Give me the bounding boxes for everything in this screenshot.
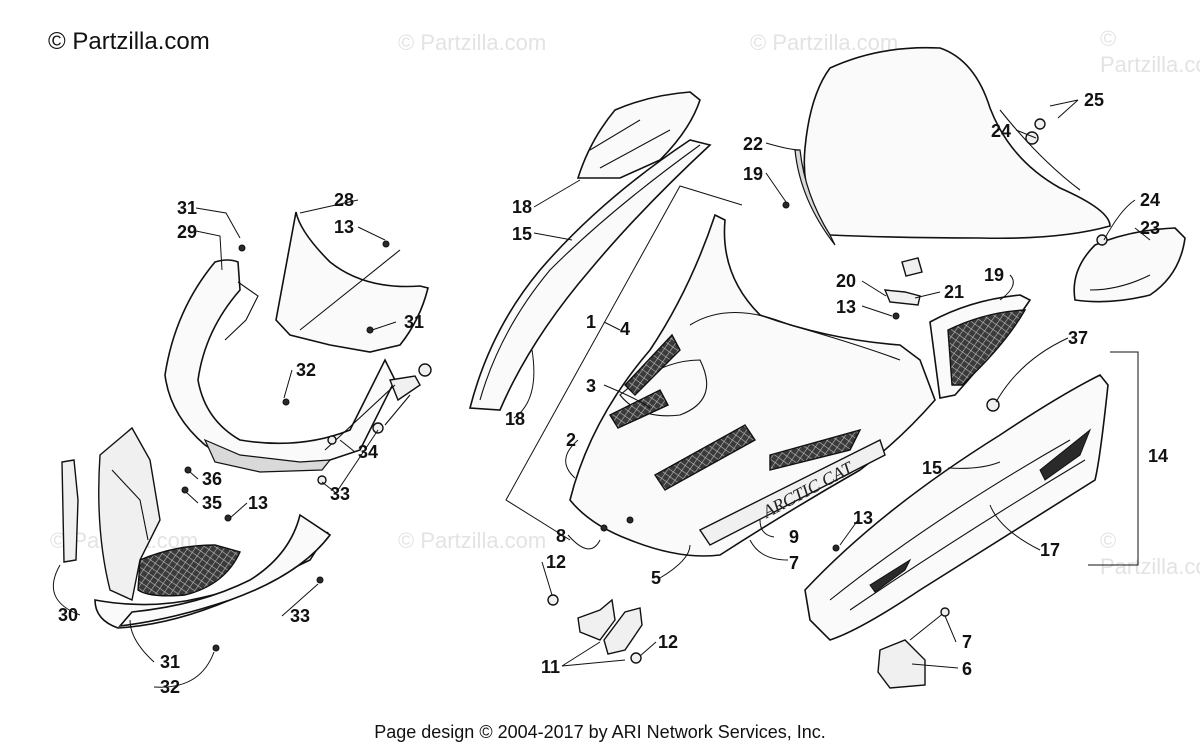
- callout-label: 36: [202, 469, 222, 489]
- callout-label: 6: [962, 659, 972, 679]
- side-cowl: [164, 259, 396, 471]
- callout-label: 9: [789, 527, 799, 547]
- callout-label: 30: [58, 605, 78, 625]
- callout-label: 4: [620, 319, 630, 339]
- windshield: [803, 46, 1111, 240]
- callout-label: 1: [586, 312, 596, 332]
- side-trim-left: [468, 139, 712, 411]
- callout-label: 31: [404, 312, 424, 332]
- callout-label: 12: [546, 552, 566, 572]
- callout-label: 28: [334, 190, 354, 210]
- hood-vent-mesh: [653, 424, 757, 491]
- front-bumper: [804, 373, 1109, 641]
- callout-label: 37: [1068, 328, 1088, 348]
- callout-label: 31: [177, 198, 197, 218]
- callout-label: 32: [296, 360, 316, 380]
- hood-vent-mesh: [769, 428, 862, 471]
- callout-label: 15: [922, 458, 942, 478]
- side-vent-mesh-right: [947, 309, 1027, 386]
- callout-label: 13: [248, 493, 268, 513]
- callout-label: 31: [160, 652, 180, 672]
- callout-label: 2: [566, 430, 576, 450]
- callout-label: 23: [1140, 218, 1160, 238]
- callout-label: 24: [991, 121, 1011, 141]
- callout-label: 32: [160, 677, 180, 697]
- callout-label: 13: [836, 297, 856, 317]
- mirror: [1073, 227, 1186, 303]
- callout-label: 24: [1140, 190, 1160, 210]
- callout-label: 21: [944, 282, 964, 302]
- watermark: © Partzilla.com: [1100, 26, 1200, 77]
- callout-label: 34: [358, 442, 378, 462]
- callout-label: 33: [330, 484, 350, 504]
- mount-bracket: [577, 598, 616, 641]
- watermark: © Partzilla.com: [750, 30, 899, 55]
- footer-credit: Page design © 2004-2017 by ARI Network S…: [374, 722, 826, 742]
- callout-label: 15: [512, 224, 532, 244]
- callout-label: 19: [743, 164, 763, 184]
- bumper-block: [877, 639, 926, 689]
- callout-label: 22: [743, 134, 763, 154]
- callout-label: 11: [541, 657, 560, 677]
- callout-label: 33: [290, 606, 310, 626]
- watermark: © Partzilla.com: [398, 30, 547, 55]
- upper-side-trim: [576, 91, 701, 179]
- copyright-notice: © Partzilla.com: [48, 28, 210, 55]
- mount-bracket: [603, 607, 643, 655]
- callout-label: 29: [177, 222, 197, 242]
- callouts: 31 29 28 13 31 32 34 33 36 35 13 30 33 3…: [52, 90, 1168, 697]
- side-cowl-lower: [203, 438, 332, 473]
- center-assembly: ARCTIC CAT: [468, 46, 1186, 689]
- callout-label: 19: [984, 265, 1004, 285]
- callout-label: 18: [505, 409, 525, 429]
- callout-label: 12: [658, 632, 678, 652]
- watermark: © Partzilla.com: [398, 528, 547, 553]
- callout-label: 35: [202, 493, 222, 513]
- callout-label: 7: [789, 553, 799, 573]
- side-vent-mesh: [137, 544, 241, 597]
- callout-label: 7: [962, 632, 972, 652]
- callout-label: 13: [853, 508, 873, 528]
- watermark: © Partzilla.com: [1100, 528, 1200, 579]
- callout-label: 20: [836, 271, 856, 291]
- left-assembly: [61, 211, 432, 652]
- callout-label: 14: [1148, 446, 1168, 466]
- callout-label: 18: [512, 197, 532, 217]
- inner-panel: [275, 211, 429, 353]
- callout-label: 25: [1084, 90, 1104, 110]
- callout-label: 13: [334, 217, 354, 237]
- hood-vent-mesh: [609, 389, 669, 429]
- hood-vent-mesh: [624, 333, 681, 396]
- callout-label: 17: [1040, 540, 1060, 560]
- callout-label: 8: [556, 526, 566, 546]
- callout-label: 3: [586, 376, 596, 396]
- trim-strip: [61, 459, 79, 563]
- callout-label: 5: [651, 568, 661, 588]
